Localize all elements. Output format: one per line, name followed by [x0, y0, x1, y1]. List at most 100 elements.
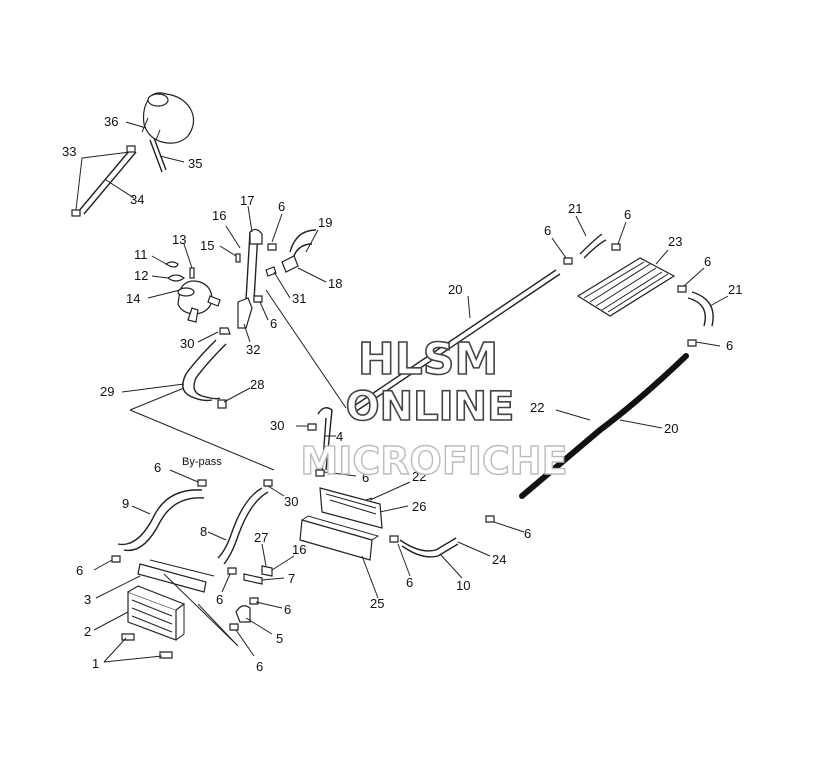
callout-18: 18	[328, 276, 342, 291]
clamp-6	[611, 243, 621, 251]
callout-13: 13	[172, 232, 186, 247]
callout-22: 22	[412, 469, 426, 484]
callout-6: 6	[76, 563, 83, 578]
clamp-6	[111, 555, 121, 563]
watermark-line-2: ONLINE	[346, 384, 515, 430]
clamp-6	[563, 257, 573, 265]
clamp-6	[677, 285, 687, 293]
callout-10: 10	[456, 578, 470, 593]
screw-15	[235, 253, 241, 263]
callout-6: 6	[544, 223, 551, 238]
callout-29: 29	[100, 384, 114, 399]
bypass-label: By-pass	[182, 456, 222, 468]
fitting-27	[261, 565, 273, 577]
bracket-3	[137, 563, 207, 593]
clamp-6	[315, 469, 325, 477]
callout-9: 9	[122, 496, 129, 511]
callout-14: 14	[126, 291, 140, 306]
clamp-31	[265, 266, 277, 277]
hose-4	[317, 407, 333, 475]
callout-22: 22	[530, 400, 544, 415]
parts-artwork	[71, 92, 714, 659]
callout-8: 8	[200, 524, 207, 539]
hose-clamp	[71, 209, 81, 217]
clamp-30	[263, 479, 273, 487]
callout-36: 36	[104, 114, 118, 129]
oil-cooler-2	[127, 585, 186, 641]
hose-21-top	[579, 233, 607, 259]
clamp-6	[253, 295, 263, 303]
callout-30: 30	[284, 494, 298, 509]
watermark-line-3: MICROFICHE	[300, 439, 567, 483]
callout-21: 21	[728, 282, 742, 297]
callout-6: 6	[284, 602, 291, 617]
callout-20: 20	[664, 421, 678, 436]
mount-1	[121, 633, 135, 641]
tube-20-lower	[519, 353, 689, 499]
callout-19: 19	[318, 215, 332, 230]
callout-33: 33	[62, 144, 76, 159]
clamp-6	[249, 597, 259, 605]
callout-35: 35	[188, 156, 202, 171]
callout-16: 16	[212, 208, 226, 223]
callout-5: 5	[276, 631, 283, 646]
callout-25: 25	[370, 596, 384, 611]
callout-21: 21	[568, 201, 582, 216]
callout-1: 1	[92, 656, 99, 671]
callout-17: 17	[240, 193, 254, 208]
cable-tie	[365, 497, 373, 501]
overflow-hose	[149, 137, 167, 173]
radiator-23	[576, 257, 676, 317]
callout-28: 28	[250, 377, 264, 392]
callout-6: 6	[524, 526, 531, 541]
callout-6: 6	[362, 470, 369, 485]
screw-13	[189, 267, 195, 279]
callout-6: 6	[216, 592, 223, 607]
clamp-6	[267, 243, 277, 251]
bracket-26	[319, 487, 383, 529]
clamp-30	[307, 423, 317, 431]
clamp-6	[197, 479, 207, 487]
callout-6: 6	[624, 207, 631, 222]
callout-27: 27	[254, 530, 268, 545]
callout-32: 32	[246, 342, 260, 357]
callout-34: 34	[130, 192, 144, 207]
leader-lines	[75, 121, 729, 663]
callout-2: 2	[84, 624, 91, 639]
hose-9	[117, 489, 205, 552]
watermark-line-1: HLSM	[358, 334, 498, 385]
callout-12: 12	[134, 268, 148, 283]
callout-6: 6	[154, 460, 161, 475]
tank-hose	[77, 149, 137, 215]
callout-24: 24	[492, 552, 506, 567]
callout-6: 6	[278, 199, 285, 214]
tube-20-upper	[347, 269, 561, 415]
hose-29	[182, 339, 227, 402]
callout-23: 23	[668, 234, 682, 249]
callout-3: 3	[84, 592, 91, 607]
callout-20: 20	[448, 282, 462, 297]
shroud-25	[299, 519, 373, 561]
hose-clamp	[126, 145, 136, 153]
callout-6: 6	[726, 338, 733, 353]
mount-1	[159, 651, 173, 659]
clamp-6	[389, 535, 399, 543]
callout-30: 30	[180, 336, 194, 351]
callout-16: 16	[292, 542, 306, 557]
callout-30: 30	[270, 418, 284, 433]
clamp-30	[219, 327, 231, 335]
callout-11: 11	[134, 247, 148, 262]
fitting-32	[237, 297, 253, 329]
callout-labels: 36 33 35 34 17 16 6 19 15 13 11 12 14 18…	[62, 114, 742, 674]
callout-6: 6	[406, 575, 413, 590]
callout-26: 26	[412, 499, 426, 514]
clamp-6	[229, 623, 239, 631]
callout-6: 6	[256, 659, 263, 674]
fitting-7	[243, 573, 263, 585]
clamp-28	[217, 399, 227, 409]
callout-31: 31	[292, 291, 306, 306]
callout-6: 6	[270, 316, 277, 331]
watermark: HLSM ONLINE MICROFICHE	[300, 333, 569, 484]
clamp-6	[485, 515, 495, 523]
